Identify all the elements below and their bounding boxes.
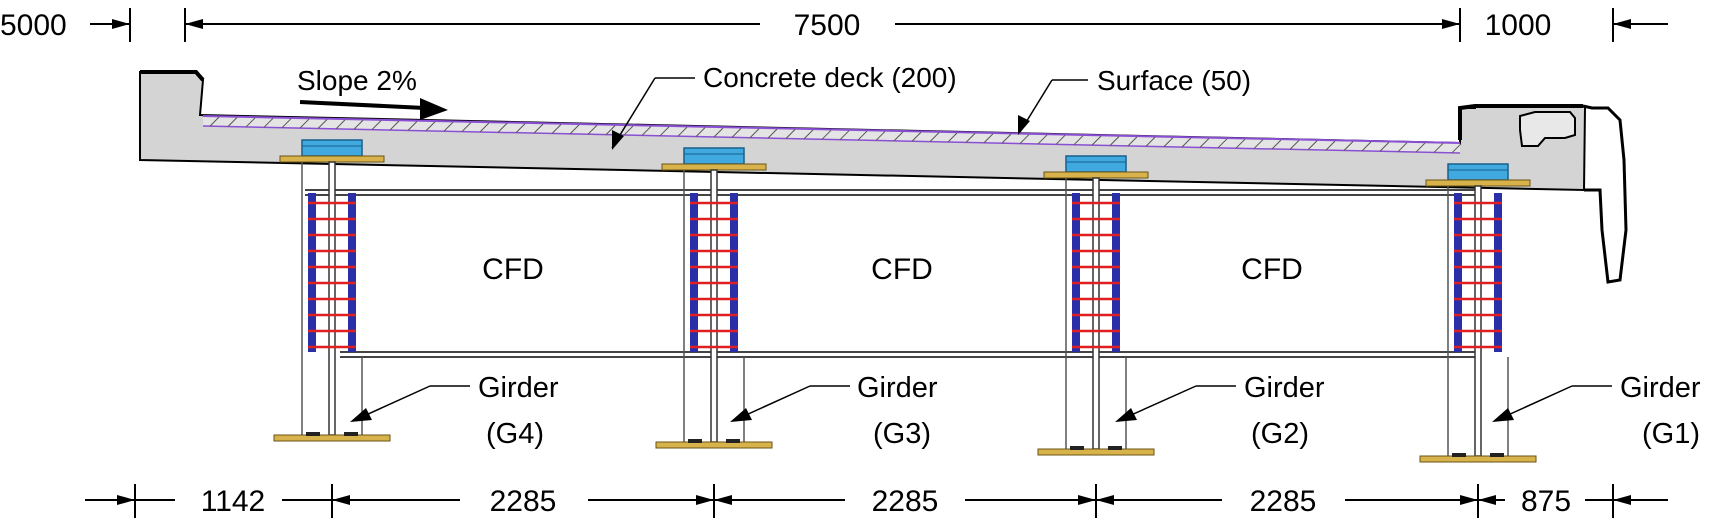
stiffener-right-g3 bbox=[730, 193, 738, 352]
surface-layer bbox=[202, 115, 1462, 154]
bottom-flange-g4 bbox=[273, 434, 391, 442]
slope-arrow bbox=[299, 98, 448, 120]
girders-group bbox=[273, 139, 1537, 463]
bearing-g4 bbox=[301, 139, 363, 157]
bottom-flange-g3 bbox=[655, 441, 773, 449]
parapet-right bbox=[1458, 104, 1583, 140]
girder-g2 bbox=[1037, 155, 1155, 456]
bottom-dim-4: 2285 bbox=[1250, 485, 1317, 518]
barrier-right bbox=[1519, 104, 1628, 284]
bottom-dim-1: 1142 bbox=[201, 485, 266, 518]
bottom-dim-2: 2285 bbox=[490, 485, 557, 518]
parapet-left bbox=[140, 70, 205, 82]
bottom-dimension-arrows bbox=[117, 495, 1631, 505]
stiffener-left-g4 bbox=[308, 193, 316, 352]
top-flange-g1 bbox=[1425, 179, 1531, 187]
concrete-deck-label: Concrete deck (200) bbox=[703, 62, 957, 93]
bay-1-cfd-label: CFD bbox=[482, 253, 544, 286]
stiffener-right-g2 bbox=[1112, 193, 1120, 352]
girder-g3-id: (G3) bbox=[873, 418, 931, 450]
girder-g1-id: (G1) bbox=[1642, 418, 1700, 450]
bearing-g1 bbox=[1447, 163, 1509, 181]
surface-label: Surface (50) bbox=[1097, 65, 1251, 96]
girder-g4-label: Girder bbox=[478, 372, 559, 404]
web-g3 bbox=[710, 169, 718, 443]
top-dim-left: 5000 bbox=[0, 9, 67, 42]
girder-g4 bbox=[273, 139, 391, 442]
top-dimension-arrows bbox=[112, 19, 1631, 29]
top-dim-middle: 7500 bbox=[794, 9, 861, 42]
girder-g1 bbox=[1419, 163, 1537, 463]
cross-frame bbox=[305, 189, 1480, 358]
top-dim-right: 1000 bbox=[1485, 9, 1552, 42]
slope-label: Slope 2% bbox=[297, 65, 417, 96]
top-dimension-line bbox=[90, 8, 1668, 42]
girder-g2-label: Girder bbox=[1244, 372, 1325, 404]
bearing-g2 bbox=[1065, 155, 1127, 173]
bay-2-cfd-label: CFD bbox=[871, 253, 933, 286]
stiffener-left-g1 bbox=[1454, 193, 1462, 352]
top-flange-g3 bbox=[661, 163, 767, 171]
girder-g1-label: Girder bbox=[1620, 372, 1701, 404]
bay-3-cfd-label: CFD bbox=[1241, 253, 1303, 286]
girder-leader-arrows bbox=[350, 408, 1514, 422]
girder-g3-label: Girder bbox=[857, 372, 938, 404]
bearing-g3 bbox=[683, 147, 745, 165]
bottom-flange-g1 bbox=[1419, 455, 1537, 463]
concrete-deck-leader-arrow bbox=[612, 130, 624, 150]
girder-g3 bbox=[655, 147, 773, 449]
surface-leader bbox=[1019, 79, 1088, 133]
girder-g4-id: (G4) bbox=[486, 418, 544, 450]
top-flange-g2 bbox=[1043, 171, 1149, 179]
bottom-dim-5: 875 bbox=[1521, 485, 1571, 518]
stiffener-right-g1 bbox=[1494, 193, 1502, 352]
surface-leader-arrow bbox=[1018, 115, 1030, 135]
stiffener-right-g4 bbox=[348, 193, 356, 352]
stiffener-left-g2 bbox=[1072, 193, 1080, 352]
bottom-dim-3: 2285 bbox=[872, 485, 939, 518]
stiffener-left-g3 bbox=[690, 193, 698, 352]
web-g1 bbox=[1474, 185, 1482, 457]
top-flange-g4 bbox=[279, 155, 385, 163]
girder-g2-id: (G2) bbox=[1251, 418, 1309, 450]
bottom-flange-g2 bbox=[1037, 448, 1155, 456]
